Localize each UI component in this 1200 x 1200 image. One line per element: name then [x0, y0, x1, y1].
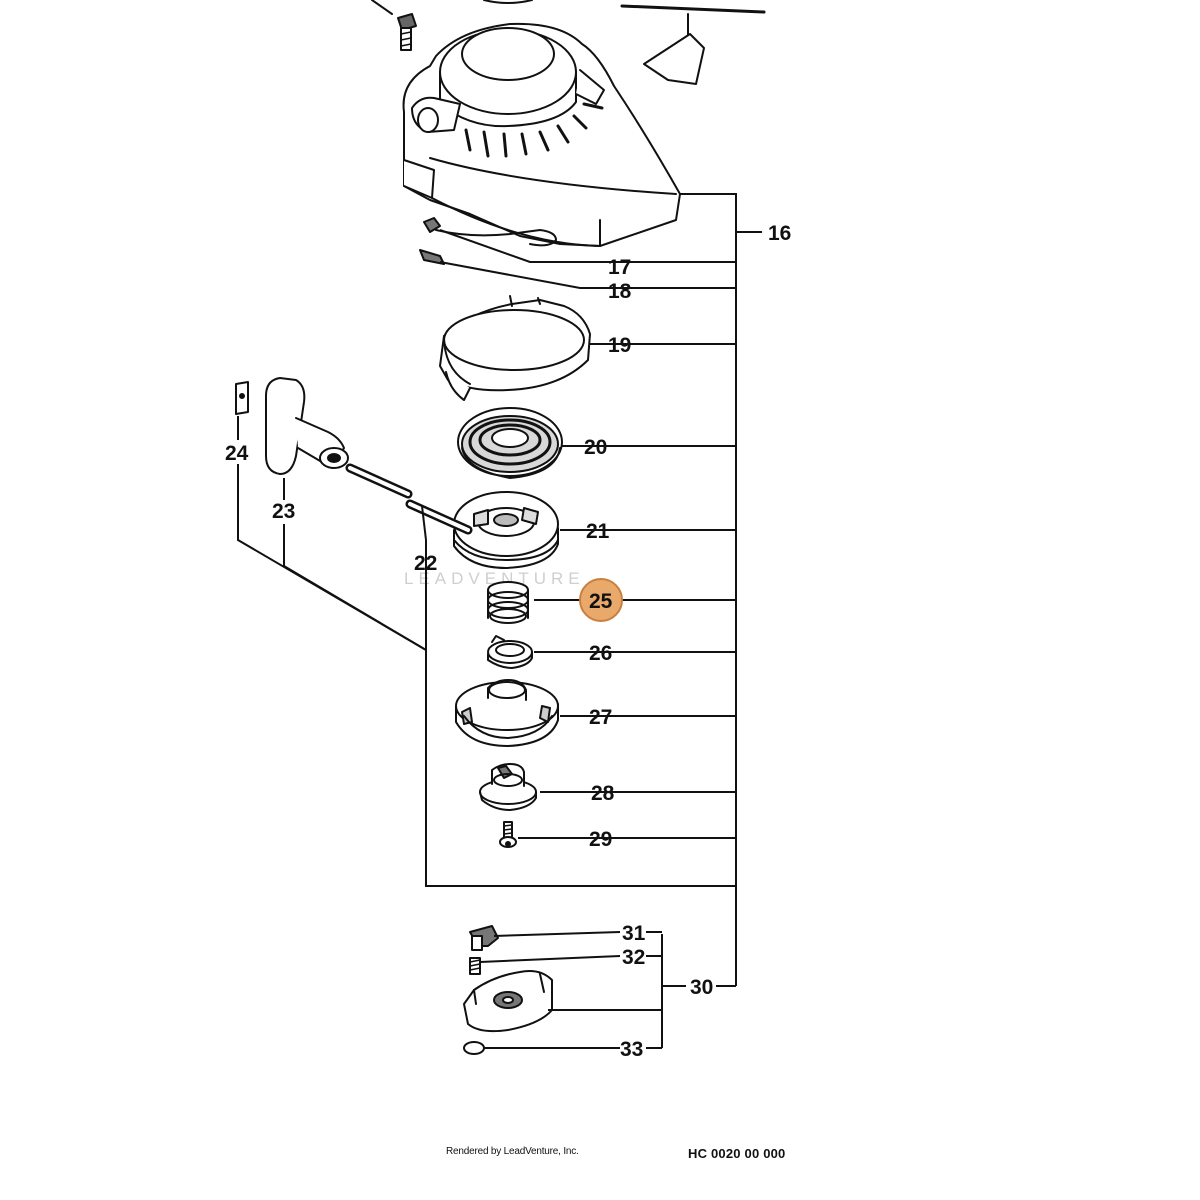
hub-screw-part [499, 821, 517, 848]
guide-plate-part [439, 295, 591, 401]
recoil-spring-part [457, 407, 563, 479]
pawl-part-31 [469, 925, 499, 951]
callout-17[interactable]: 17 [608, 256, 631, 279]
spring-part-32 [469, 957, 481, 975]
cover-plate-part [463, 970, 553, 1033]
callout-22[interactable]: 22 [414, 552, 437, 575]
callout-18[interactable]: 18 [608, 280, 632, 303]
callout-23[interactable]: 23 [272, 500, 295, 523]
leader-lines [237, 193, 762, 1049]
clip-part [423, 217, 557, 247]
callout-labels: 16 17 18 19 20 21 22 23 24 25 26 27 28 2… [225, 222, 791, 1061]
callout-19[interactable]: 19 [608, 334, 631, 357]
callout-21[interactable]: 21 [586, 520, 610, 543]
drive-hub-part [479, 763, 537, 811]
highlight-marker [579, 578, 623, 622]
spring-clip-part [487, 635, 533, 669]
render-credit: Rendered by LeadVenture, Inc. [446, 1146, 579, 1157]
rope-rotor-part [453, 491, 559, 569]
callout-31[interactable]: 31 [622, 922, 646, 945]
fan-housing-part [402, 22, 705, 247]
callout-26[interactable]: 26 [589, 642, 612, 665]
watermark: LEADVENTURE [404, 569, 585, 588]
callout-32[interactable]: 32 [622, 946, 645, 969]
starter-grip-part [265, 377, 349, 475]
callout-20[interactable]: 20 [584, 436, 607, 459]
callout-25[interactable]: 25 [589, 590, 613, 613]
callout-28[interactable]: 28 [591, 782, 615, 805]
drawing-code: HC 0020 00 000 [688, 1146, 786, 1161]
callout-24[interactable]: 24 [225, 442, 249, 465]
pawl-part [419, 249, 445, 265]
callout-33[interactable]: 33 [620, 1038, 643, 1061]
callout-29[interactable]: 29 [589, 828, 612, 851]
callout-30[interactable]: 30 [690, 976, 713, 999]
insert-tag-part [235, 381, 249, 415]
compression-spring-part [487, 581, 529, 624]
retaining-ring-part [463, 1041, 485, 1055]
callout-16[interactable]: 16 [768, 222, 791, 245]
housing-screw-part [397, 13, 417, 51]
starter-rope-part [345, 463, 473, 535]
ratchet-part [455, 679, 559, 747]
callout-27[interactable]: 27 [589, 706, 612, 729]
